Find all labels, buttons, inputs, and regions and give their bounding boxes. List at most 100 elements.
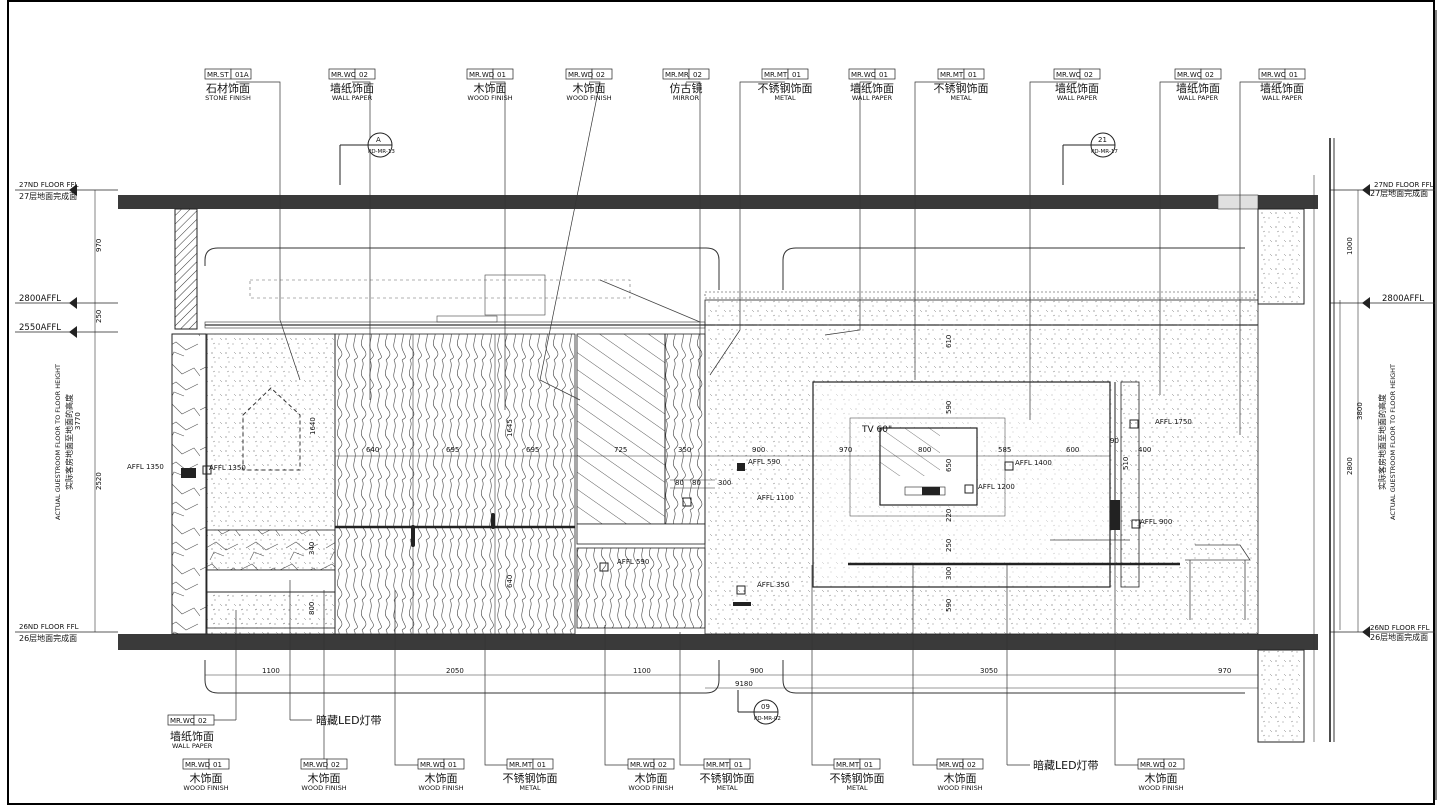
dim-panel: 640 xyxy=(366,446,379,454)
dim-bottom-4: 900 xyxy=(750,667,763,675)
level-26-cn: 26层地面完成面 xyxy=(19,633,77,643)
dim-vertical: 970 xyxy=(95,239,103,252)
callout-code: MR.WD xyxy=(939,761,964,769)
callout-en: METAL xyxy=(519,784,541,792)
dim-bottom-1: 1100 xyxy=(262,667,280,675)
dim-misc: 610 xyxy=(945,335,953,348)
dim-misc: 590 xyxy=(945,401,953,414)
callout-code: MR.WD xyxy=(420,761,445,769)
left-height-cn: 实际客房地面至地面的高度 xyxy=(64,394,74,490)
callout-en: METAL xyxy=(716,784,738,792)
level-27-en-right: 27ND FLOOR FFL xyxy=(1374,181,1434,189)
dim-bottom-6: 970 xyxy=(1218,667,1231,675)
callout-num: 02 xyxy=(658,761,667,769)
callout-cn: 木饰面 xyxy=(635,771,668,785)
callout-code: MR.MR xyxy=(665,71,689,79)
dim-vertical: 2800 xyxy=(1346,457,1354,475)
dim-bottom-2: 2050 xyxy=(446,667,464,675)
section-mark-21[interactable] xyxy=(1062,132,1116,185)
level-2800-right: 2800AFFL xyxy=(1382,294,1424,304)
callout-code: MR.MT xyxy=(764,71,788,79)
left-height-value: 3770 xyxy=(74,412,82,430)
callout-num: 01 xyxy=(879,71,888,79)
dim-panel: 695 xyxy=(446,446,459,454)
dim-panel: 800 xyxy=(918,446,931,454)
callout-code: MR.ST xyxy=(207,71,229,79)
callout-cn: 不锈钢饰面 xyxy=(503,771,558,785)
callout-code: MR.MT xyxy=(706,761,730,769)
callout-cn: 墙纸饰面 xyxy=(1176,81,1220,95)
dim-misc: 1640 xyxy=(309,417,317,435)
section-21-ref: PD-MR-17 xyxy=(1091,149,1118,155)
ceiling-slab xyxy=(118,195,1318,209)
callout-cn: 墙纸饰面 xyxy=(850,81,894,95)
dim-panel: 970 xyxy=(839,446,852,454)
callout-num: 01 xyxy=(448,761,457,769)
section-mark-09[interactable] xyxy=(737,690,779,725)
left-mid-en: WALL PAPER xyxy=(172,742,213,750)
callout-num: 02 xyxy=(331,761,340,769)
led-label-right: 暗藏LED灯带 xyxy=(1033,758,1099,772)
left-mid-callout: MR.WC 02 墙纸饰面 WALL PAPER xyxy=(167,714,236,750)
callout-num: 01A xyxy=(235,71,249,79)
callout-num: 01 xyxy=(1289,71,1298,79)
sheet-frame xyxy=(7,0,1435,805)
dim-vertical: 3800 xyxy=(1356,402,1364,420)
dim-vertical: 250 xyxy=(95,310,103,323)
dim-misc: 80 xyxy=(675,479,684,487)
dim-bottom-3: 1100 xyxy=(633,667,651,675)
dim-misc: 650 xyxy=(945,459,953,472)
led-labels: 暗藏LED灯带 暗藏LED灯带 xyxy=(290,713,1099,772)
level-2550: 2550AFFL xyxy=(19,323,61,333)
dim-misc: 300 xyxy=(945,567,953,580)
dim-misc: 640 xyxy=(506,575,514,588)
callout-cn: 不锈钢饰面 xyxy=(700,771,755,785)
vertical-dimensions: 970 250 2520 1000 3800 2800 xyxy=(95,237,1364,490)
callout-cn: 木饰面 xyxy=(944,771,977,785)
floor-slab xyxy=(118,634,1318,650)
section-mark-a[interactable] xyxy=(339,132,393,185)
section-labels: A PD-MR-13 21 PD-MR-17 09 PD-MR-02 xyxy=(368,136,1118,722)
callout-cn: 不锈钢饰面 xyxy=(830,771,885,785)
affl-mark: AFFL 1400 xyxy=(1015,459,1052,467)
right-column xyxy=(1257,208,1305,305)
right-height-cn: 实际客房地面至地面的高度 xyxy=(1377,394,1387,490)
dim-misc: 80 xyxy=(692,479,701,487)
callout-en: METAL xyxy=(774,94,796,102)
callout-en: WOOD FINISH xyxy=(937,784,982,792)
callout-cn: 木饰面 xyxy=(573,81,606,95)
dim-panel: 350 xyxy=(678,446,691,454)
callout-code: MR.MT xyxy=(836,761,860,769)
affl-mark: AFFL 1350 xyxy=(127,463,164,471)
left-height-en: ACTUAL GUESTROOM FLOOR TO FLOOR HEIGHT xyxy=(54,364,62,520)
callout-en: METAL xyxy=(846,784,868,792)
callout-code: MR.WC xyxy=(1177,71,1202,79)
dim-vertical: 2520 xyxy=(95,472,103,490)
callout-cn: 不锈钢饰面 xyxy=(758,81,813,95)
dim-misc: 250 xyxy=(945,539,953,552)
callout-code: MR.WD xyxy=(469,71,494,79)
callout-code: MR.WC xyxy=(1261,71,1286,79)
callout-num: 01 xyxy=(734,761,743,769)
